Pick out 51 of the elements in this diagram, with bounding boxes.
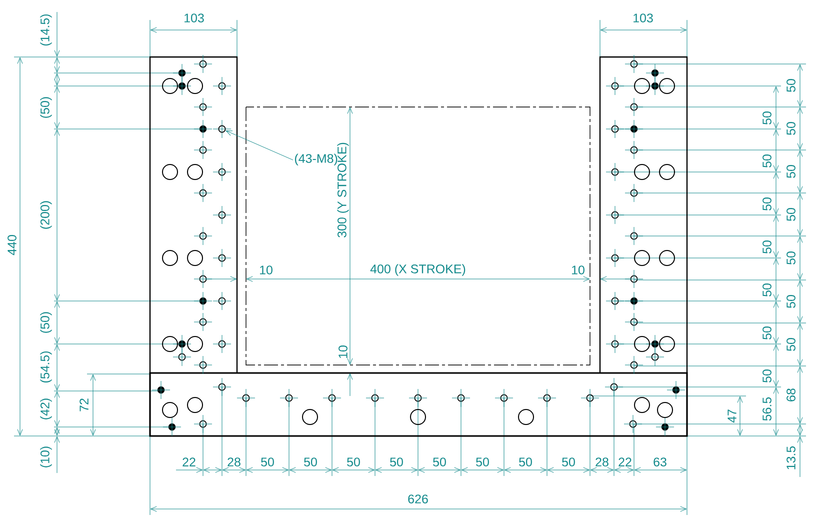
dimension-text: 50	[562, 458, 575, 466]
dimension-text: 47	[728, 410, 736, 423]
dimension-text: 50	[762, 112, 772, 124]
dimension-text: 22	[182, 458, 196, 466]
dimension-text: 72	[80, 398, 88, 412]
dimension-text: 103	[184, 14, 204, 22]
dimension-text: 22	[618, 458, 632, 466]
dimension-text: 50	[347, 458, 360, 466]
dimension-text: (42)	[40, 398, 52, 420]
leader-line	[226, 130, 294, 160]
dimension-text: 10	[572, 266, 584, 274]
dimension-text: 50	[762, 326, 772, 340]
dimension-text: (200)	[40, 201, 52, 229]
dimension-text: 28	[596, 458, 608, 466]
dimension-text: 50	[433, 458, 446, 466]
dimension-text: 50	[762, 284, 772, 296]
dimension-text: 300 (Y STROKE)	[337, 142, 349, 238]
dimension-text: 50	[519, 458, 532, 466]
dimension-text: 50	[476, 458, 489, 466]
dimension-text: (50)	[40, 312, 52, 333]
dimension-text: (54.5)	[40, 351, 52, 383]
dimension-text: 440	[8, 235, 16, 256]
dimension-text: 50	[762, 240, 772, 254]
dimension-text: 50	[786, 252, 796, 264]
dimension-text: (50)	[40, 97, 52, 118]
dimension-text: 50	[762, 198, 772, 210]
dimension-text: 56.5	[762, 397, 772, 421]
dimension-text: (14.5)	[40, 14, 52, 46]
dimension-text: 50	[304, 458, 317, 466]
dimension-text: 13.5	[786, 446, 796, 470]
callout-text: (43-M8)	[294, 154, 338, 166]
dimension-text: 50	[786, 295, 796, 308]
dimension-text: 50	[390, 458, 403, 466]
dimension-text: 103	[634, 14, 653, 22]
dimension-text: 50	[786, 122, 796, 135]
dimension-text: 50	[786, 165, 796, 178]
dimension-text: 50	[762, 154, 772, 168]
dimension-text: (10)	[40, 446, 52, 468]
dimension-text: 50	[786, 338, 796, 351]
dimension-text: 68	[786, 388, 796, 402]
dimension-text: 50	[261, 458, 274, 466]
dimension-text: 63	[654, 458, 666, 466]
dimension-text: 626	[408, 494, 428, 504]
dimension-text: 400 (X STROKE)	[370, 264, 466, 276]
dimension-text: 50	[762, 370, 772, 382]
dimension-text: 50	[786, 208, 796, 221]
threaded-hole	[218, 125, 226, 133]
dimension-text: 10	[338, 346, 348, 358]
dimension-text: 28	[228, 458, 240, 466]
dimension-text: 50	[786, 79, 796, 92]
dimension-text: 10	[260, 266, 272, 274]
